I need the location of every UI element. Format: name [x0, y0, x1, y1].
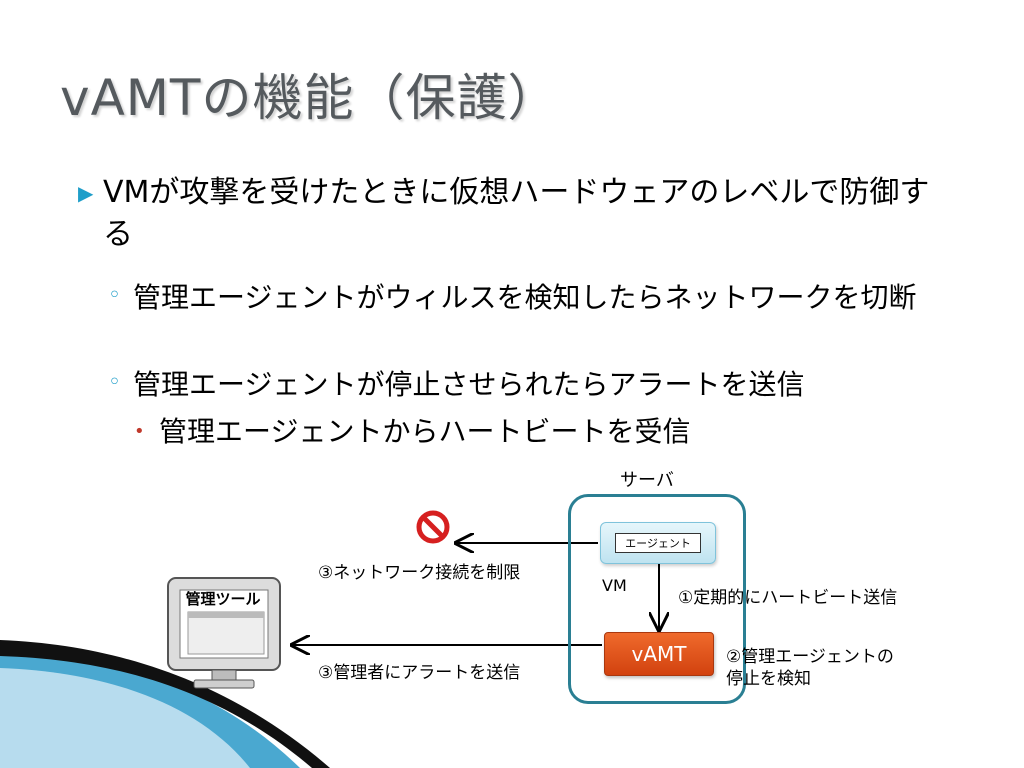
bullet-level1: ▶ VMが攻撃を受けたときに仮想ハードウェアのレベルで防御する [78, 172, 958, 256]
bullet-text-2: 管理エージェントがウィルスを検知したらネットワークを切断 [133, 281, 917, 314]
monitor-icon [167, 577, 281, 689]
prohibited-icon [416, 510, 450, 544]
bullet-text-3: 管理エージェントが停止させられたらアラートを送信 [133, 368, 805, 401]
triangle-bullet-icon: ▶ [78, 181, 94, 205]
server-frame [568, 494, 746, 704]
dot-bullet-icon: • [134, 421, 145, 442]
management-tool-label: 管理ツール [185, 590, 261, 608]
bullet-text-1: VMが攻撃を受けたときに仮想ハードウェアのレベルで防御する [103, 175, 930, 252]
circle-bullet-icon: ◦ [108, 283, 121, 308]
server-label: サーバ [620, 470, 674, 491]
agent-box: エージェント [600, 522, 716, 564]
agent-label: エージェント [615, 533, 701, 553]
slide-title: vAMTの機能（保護） [60, 69, 559, 127]
vm-label: VM [602, 576, 627, 595]
bullet-level2-2: ◦ 管理エージェントが停止させられたらアラートを送信 [108, 365, 958, 405]
bullet-level3-1: • 管理エージェントからハートビートを受信 [134, 412, 954, 452]
vamt-box: vAMT [604, 632, 714, 676]
step3-alert-label: ③管理者にアラートを送信 [318, 663, 521, 683]
circle-bullet-icon: ◦ [108, 370, 121, 395]
step1-heartbeat-label: ①定期的にハートビート送信 [678, 588, 898, 608]
step2-detect-label-line1: ②管理エージェントの [726, 647, 894, 667]
bullet-level2-1: ◦ 管理エージェントがウィルスを検知したらネットワークを切断 [108, 278, 958, 318]
step3-network-label: ③ネットワーク接続を制限 [318, 563, 521, 583]
step2-detect-label-line2: 停止を検知 [726, 669, 811, 689]
bullet-text-4: 管理エージェントからハートビートを受信 [159, 415, 691, 448]
